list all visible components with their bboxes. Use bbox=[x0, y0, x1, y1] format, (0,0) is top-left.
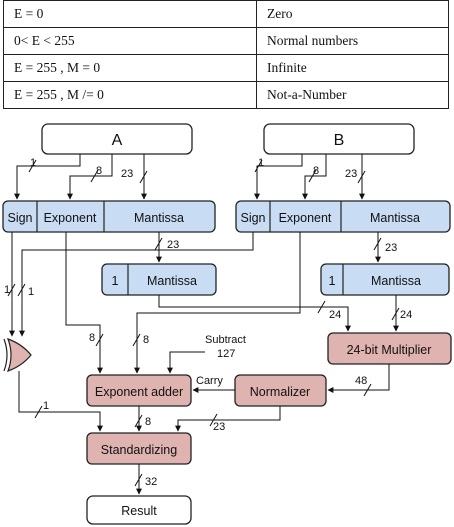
a-mantissa-field: Mantissa bbox=[134, 211, 184, 225]
a-fields-block bbox=[2, 200, 216, 233]
bus-label-result-in: 32 bbox=[145, 476, 157, 488]
input-a-box bbox=[41, 123, 193, 155]
normalizer-label: Normalizer bbox=[250, 385, 310, 399]
bus-label-a-exponent: 8 bbox=[96, 165, 102, 177]
result-label: Result bbox=[121, 504, 157, 518]
bus-label-multiplier-in-a: 24 bbox=[329, 309, 341, 321]
bus-label-multiplier-in-b: 24 bbox=[400, 309, 412, 321]
bus-label-adder-out: 8 bbox=[145, 416, 151, 428]
bus-label-exponent-b-adder: 8 bbox=[143, 334, 149, 346]
subtract-label: Subtract bbox=[205, 334, 246, 346]
bus-label-b-sign: 1 bbox=[258, 157, 264, 169]
input-a-label: A bbox=[112, 132, 123, 149]
b-hidden-bit: 1 bbox=[329, 274, 336, 288]
exponent-case-table: E = 0 Zero 0< E < 255 Normal numbers E =… bbox=[3, 0, 449, 109]
a-mantissa-label: Mantissa bbox=[147, 274, 197, 288]
bus-label-xor-out: 1 bbox=[43, 400, 49, 412]
a-sign-field: Sign bbox=[7, 211, 32, 225]
bus-label-a-mantissa-out: 23 bbox=[167, 239, 179, 251]
bus-label-b-exponent: 8 bbox=[313, 165, 319, 177]
bus-label-sign-b-xor: 1 bbox=[28, 286, 34, 298]
b-exponent-field: Exponent bbox=[279, 211, 332, 225]
table-row: 0< E < 255 Normal numbers bbox=[3, 27, 449, 55]
b-mantissa-field: Mantissa bbox=[370, 211, 420, 225]
b-mantissa-label: Mantissa bbox=[371, 274, 421, 288]
table-cell-meaning: Infinite bbox=[256, 54, 449, 82]
exponent-adder-label: Exponent adder bbox=[95, 385, 183, 399]
input-b-label: B bbox=[334, 132, 345, 149]
bus-label-b-mantissa-out: 23 bbox=[385, 242, 397, 254]
b-fields-block bbox=[235, 200, 451, 233]
bus-label-b-mantissa: 23 bbox=[345, 168, 357, 180]
a-hidden-bit: 1 bbox=[112, 274, 119, 288]
table-row: E = 255 , M /= 0 Not-a-Number bbox=[3, 81, 449, 109]
bus-label-a-sign: 1 bbox=[30, 157, 36, 169]
multiplier-label: 24-bit Multiplier bbox=[347, 343, 432, 357]
bus-label-a-mantissa: 23 bbox=[121, 168, 133, 180]
bus-label-normalizer-out: 23 bbox=[213, 421, 225, 433]
bus-label-exponent-a-adder: 8 bbox=[89, 332, 95, 344]
xor-gate bbox=[6, 337, 32, 373]
result-box bbox=[86, 495, 192, 525]
b-sign-field: Sign bbox=[240, 211, 265, 225]
bus-label-multiplier-out: 48 bbox=[355, 375, 367, 387]
table-cell-condition: E = 255 , M = 0 bbox=[3, 54, 257, 82]
table-cell-condition: E = 0 bbox=[3, 0, 257, 28]
bus-slashes bbox=[7, 159, 400, 487]
input-b-box bbox=[263, 123, 415, 155]
standardizing-label: Standardizing bbox=[101, 443, 177, 457]
carry-label: Carry bbox=[196, 375, 223, 387]
a-exponent-field: Exponent bbox=[44, 211, 97, 225]
table-row: E = 0 Zero bbox=[3, 0, 449, 28]
exponent-connections bbox=[65, 232, 301, 374]
table-cell-condition: E = 255 , M /= 0 bbox=[3, 81, 257, 109]
subtract-value: 127 bbox=[217, 348, 235, 360]
sign-connections bbox=[9, 232, 254, 337]
bus-label-sign-a-xor: 1 bbox=[4, 284, 10, 296]
table-cell-meaning: Zero bbox=[256, 0, 449, 28]
table-row: E = 255 , M = 0 Infinite bbox=[3, 54, 449, 82]
b-mantissa-block bbox=[320, 263, 450, 296]
table-cell-meaning: Not-a-Number bbox=[256, 81, 449, 109]
table-cell-meaning: Normal numbers bbox=[256, 27, 449, 55]
